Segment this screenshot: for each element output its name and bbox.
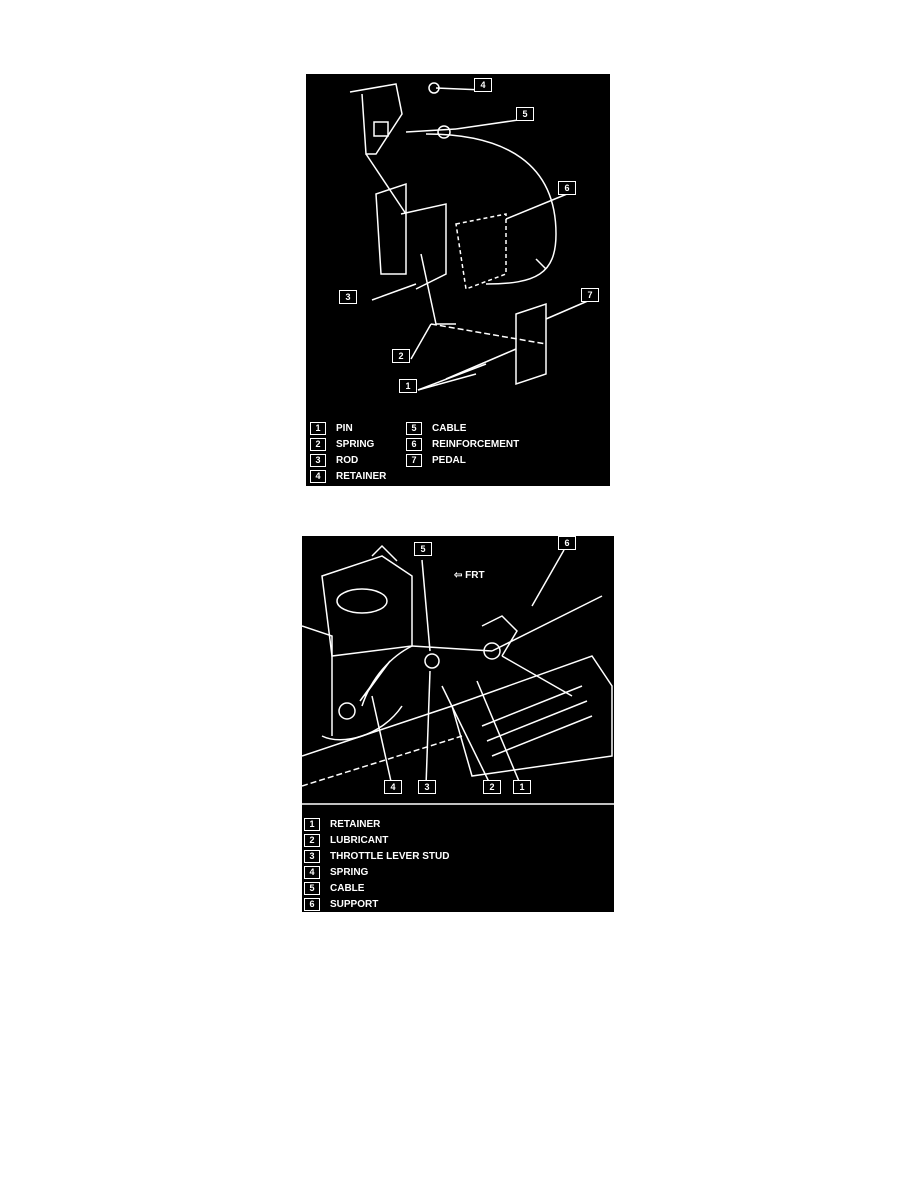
legend-num: 4	[310, 470, 326, 483]
callout-6: 6	[558, 181, 576, 195]
legend-num: 3	[310, 454, 326, 467]
callout-5: 5	[516, 107, 534, 121]
callout-4: 4	[384, 780, 402, 794]
callout-4: 4	[474, 78, 492, 92]
callout-7: 7	[581, 288, 599, 302]
legend-label: CABLE	[330, 883, 365, 894]
legend-label: SUPPORT	[330, 899, 379, 910]
legend-item: 1 PIN	[310, 422, 353, 435]
legend-num: 5	[406, 422, 422, 435]
legend-num: 7	[406, 454, 422, 467]
callout-1: 1	[399, 379, 417, 393]
legend-num: 4	[304, 866, 320, 879]
legend-item: 7 PEDAL	[406, 454, 466, 467]
legend-label: RETAINER	[330, 819, 381, 830]
legend-label: REINFORCEMENT	[432, 439, 520, 450]
callout-5: 5	[414, 542, 432, 556]
legend-label: RETAINER	[336, 471, 387, 482]
callout-2: 2	[483, 780, 501, 794]
legend-item: 5 CABLE	[304, 882, 364, 895]
callout-3: 3	[339, 290, 357, 304]
legend-num: 1	[310, 422, 326, 435]
front-label: FRT	[465, 570, 485, 581]
arrow-left-icon: ⇦	[454, 570, 466, 581]
legend-label: PIN	[336, 423, 353, 434]
legend-item: 5 CABLE	[406, 422, 466, 435]
legend-label: SPRING	[330, 867, 369, 878]
legend-item: 6 REINFORCEMENT	[406, 438, 519, 451]
legend-item: 2 SPRING	[310, 438, 374, 451]
legend-num: 1	[304, 818, 320, 831]
callout-3: 3	[418, 780, 436, 794]
callout-1: 1	[513, 780, 531, 794]
legend-item: 6 SUPPORT	[304, 898, 378, 911]
legend-item: 3 THROTTLE LEVER STUD	[304, 850, 449, 863]
legend-item: 2 LUBRICANT	[304, 834, 388, 847]
pedal-illustration	[349, 82, 591, 391]
legend-label: CABLE	[432, 423, 467, 434]
callout-2: 2	[392, 349, 410, 363]
callout-6: 6	[558, 536, 576, 550]
legend-num: 5	[304, 882, 320, 895]
legend-num: 6	[406, 438, 422, 451]
legend-item: 4 SPRING	[304, 866, 368, 879]
legend-item: 4 RETAINER	[310, 470, 386, 483]
legend-num: 2	[310, 438, 326, 451]
legend-label: LUBRICANT	[330, 835, 389, 846]
legend-num: 6	[304, 898, 320, 911]
legend-label: THROTTLE LEVER STUD	[330, 851, 450, 862]
legend-label: SPRING	[336, 439, 375, 450]
engine-illustration	[302, 544, 614, 805]
legend-label: ROD	[336, 455, 359, 466]
legend-num: 3	[304, 850, 320, 863]
legend-num: 2	[304, 834, 320, 847]
front-direction-label: ⇦ FRT	[454, 570, 485, 581]
legend-label: PEDAL	[432, 455, 466, 466]
legend-item: 1 RETAINER	[304, 818, 380, 831]
legend-item: 3 ROD	[310, 454, 358, 467]
